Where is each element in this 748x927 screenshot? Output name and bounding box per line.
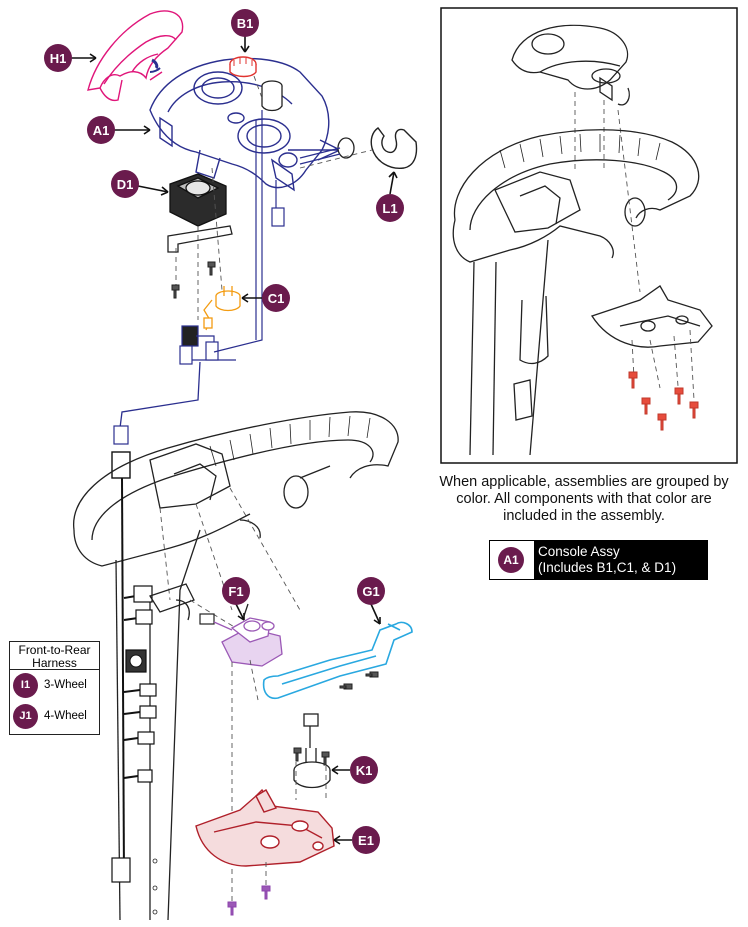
legend-console-assy: A1 Console Assy (Includes B1,C1, & D1) [489,540,708,580]
callout-b1: B1 [231,9,259,37]
inset-handlebar [453,129,700,221]
inset-frame [440,7,738,464]
svg-text:B1: B1 [237,16,254,31]
callout-d1: D1 [111,170,139,198]
svg-text:C1: C1 [268,291,285,306]
harness-label-4-wheel: 4-Wheel [44,710,87,722]
callout-c1: C1 [262,284,290,312]
handlebar-assembly [73,411,399,921]
svg-text:A1: A1 [93,123,110,138]
callout-h1: H1 [44,44,72,72]
svg-text:K1: K1 [356,763,373,778]
legend-line-1: Console Assy [538,544,620,559]
bottom-shroud-e1 [195,788,335,867]
callout-e1: E1 [352,826,380,854]
legend-description: Console Assy (Includes B1,C1, & D1) [534,541,707,579]
rear-shroud-h1 [87,10,184,102]
front-to-rear-harness [111,477,157,883]
assembly-color-note: When applicable, assemblies are grouped … [439,474,729,524]
harness-title: Front-to-Rear Harness [10,642,99,670]
svg-text:F1: F1 [228,584,243,599]
battery-cap-b1 [229,56,257,78]
callout-l1: L1 [376,194,404,222]
inset-console [511,24,629,90]
clip-l1 [370,127,418,169]
legend-line-2: (Includes B1,C1, & D1) [538,560,677,575]
harness-badge-j1: J1 [13,704,38,729]
harness-row-3-wheel: I1 3-Wheel [10,670,99,701]
svg-text:H1: H1 [50,51,67,66]
key-switch [261,80,283,112]
callout-k1: K1 [350,756,378,784]
legend-badge: A1 [498,547,524,573]
harness-label-3-wheel: 3-Wheel [44,679,87,691]
inset-bottom-shroud [591,285,713,348]
harness-badge-i1: I1 [13,673,38,698]
harness-row-4-wheel: J1 4-Wheel [10,701,99,732]
callout-f1: F1 [222,577,250,605]
callout-a1: A1 [87,116,115,144]
inset-screws [628,329,699,431]
keypad-d1 [169,173,227,227]
harness-title-line-1: Front-to-Rear [18,643,91,657]
switch-k1 [293,713,331,789]
callout-leaders [70,36,398,845]
harness-table: Front-to-Rear Harness I1 3-Wheel J1 4-Wh… [9,641,100,735]
callout-g1: G1 [357,577,385,605]
potentiometer-c1 [203,286,241,331]
svg-text:G1: G1 [362,584,379,599]
svg-text:L1: L1 [382,201,397,216]
inset-view [440,7,738,464]
knob [299,137,355,165]
svg-text:E1: E1 [358,833,374,848]
freewheel-f1 [213,603,283,667]
harness-title-line-2: Harness [32,656,77,670]
throttle-lever-g1 [262,621,413,700]
console-a1 [149,57,342,192]
svg-text:D1: D1 [117,177,134,192]
